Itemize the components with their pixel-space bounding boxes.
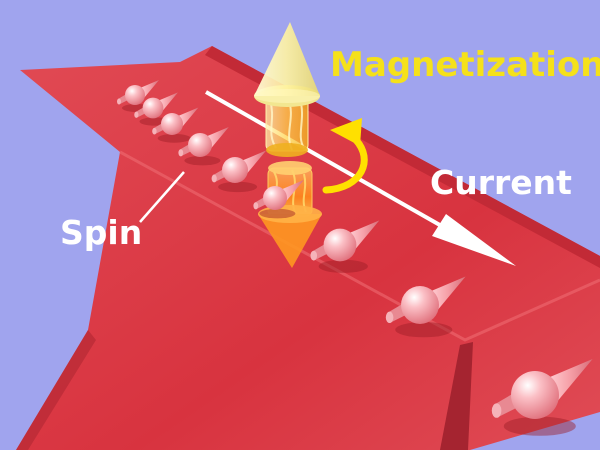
rotation-arrow-icon: [322, 118, 368, 194]
spin-label: Spin: [60, 213, 143, 252]
spin-arrow-icon: [491, 359, 593, 436]
wire-ridge: [119, 150, 600, 342]
magnetization-label: Magnetization: [330, 45, 600, 85]
wire-top-surface: [16, 46, 600, 450]
spins-group: [117, 80, 593, 436]
spin-arrow-icon: [385, 276, 466, 338]
current-label: Current: [430, 163, 572, 202]
spin-pointer-line: [139, 171, 185, 223]
current-arrow-icon: [205, 90, 516, 266]
spin-arrow-icon: [117, 80, 159, 112]
wire-front-face: [16, 330, 96, 450]
wire-side-face: [440, 342, 473, 450]
spin-arrow-icon: [211, 150, 267, 193]
magnetization-arrow-icon: [254, 22, 320, 157]
spin-arrow-icon: [152, 107, 199, 143]
spin-arrow-icon: [310, 220, 380, 273]
spin-arrow-icon: [178, 127, 229, 166]
spin-arrow-icon: [253, 180, 304, 219]
